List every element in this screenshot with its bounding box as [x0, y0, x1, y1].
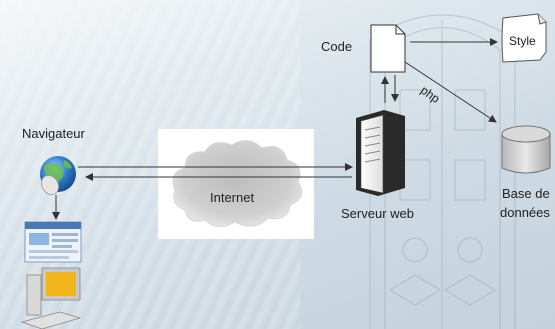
browser-globe-icon [40, 156, 76, 195]
computer-icon [20, 267, 82, 329]
internet-label: Internet [210, 190, 255, 205]
web-page-thumbnail-icon [24, 221, 82, 263]
cloud-icon [172, 140, 303, 227]
code-to-database-arrow [404, 61, 497, 123]
database-label-line1: Base de [502, 186, 550, 201]
database-label-line2: données [500, 205, 550, 220]
style-label: Style [509, 34, 536, 48]
code-label: Code [321, 39, 353, 54]
database-icon [501, 125, 551, 174]
navigator-label: Navigateur [22, 126, 85, 141]
style-document-icon [501, 13, 547, 63]
code-document-icon [370, 24, 406, 73]
server-label: Serveur web [341, 206, 414, 221]
server-icon [356, 110, 405, 196]
